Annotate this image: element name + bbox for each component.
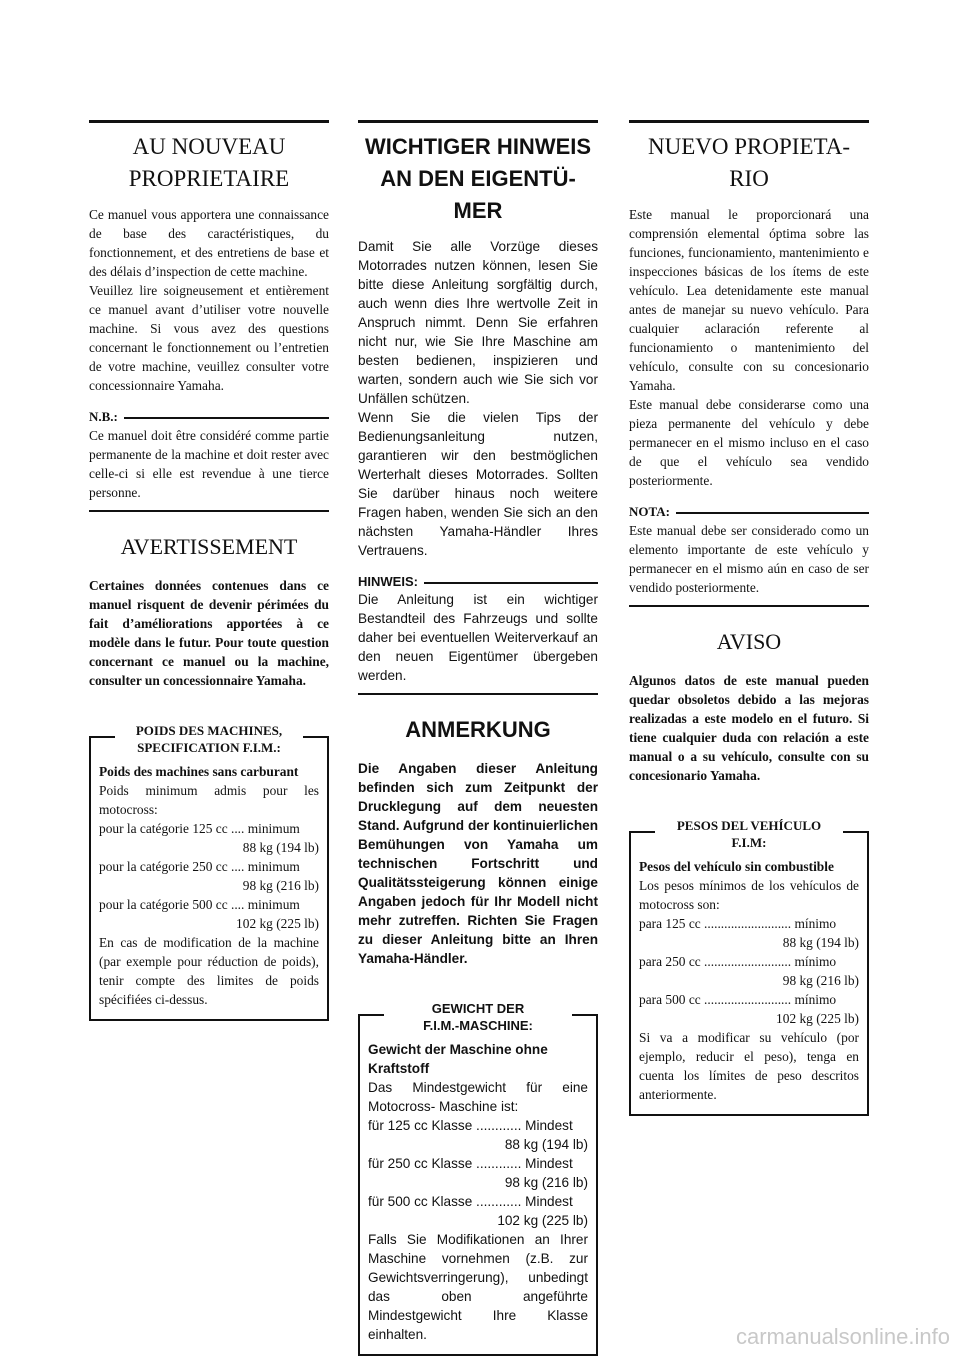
column-spanish: NUEVO PROPIETA- RIO Este manual le propo… bbox=[629, 120, 869, 1116]
class-500-weight: 102 kg (225 lb) bbox=[776, 1011, 859, 1026]
note-label: HINWEIS: bbox=[358, 574, 418, 589]
weight-box-subtitle: Poids des machines sans carburant bbox=[99, 764, 299, 779]
class-125-weight: 88 kg (194 lb) bbox=[242, 840, 319, 855]
note-text: Die Anleitung ist ein wichtiger Bestandt… bbox=[358, 590, 598, 695]
site-watermark: carmanualsonline.info bbox=[735, 1324, 950, 1349]
weight-box: GEWICHT DER F.I.M.-MASCHINE: Gewicht der… bbox=[358, 1000, 598, 1356]
note-header: N.B.: bbox=[89, 409, 329, 425]
intro-text: Este manual le proporcionará una compren… bbox=[629, 207, 869, 488]
class-250-label: für 250 cc Klasse ............ Mindest bbox=[368, 1156, 573, 1171]
weight-box-title: PESOS DEL VEHÍCULO F.I.M: bbox=[655, 817, 843, 851]
weight-box-outro: Falls Sie Modifikationen an Ihrer Maschi… bbox=[368, 1232, 588, 1342]
top-rule bbox=[358, 120, 598, 123]
class-125-weight: 88 kg (194 lb) bbox=[504, 1137, 588, 1152]
class-250-label: para 250 cc .......................... m… bbox=[639, 954, 837, 969]
weight-box-outro: Si va a modificar su vehículo (por ejemp… bbox=[639, 1030, 859, 1102]
top-rule bbox=[629, 120, 869, 123]
class-125-label: para 125 cc .......................... m… bbox=[639, 916, 837, 931]
class-125-label: pour la catégorie 125 cc .... minimum bbox=[99, 821, 300, 836]
class-250-weight: 98 kg (216 lb) bbox=[242, 878, 319, 893]
class-125-label: für 125 cc Klasse ............ Mindest bbox=[368, 1118, 573, 1133]
weight-box-intro: Das Mindestgewicht für eine Motocross- M… bbox=[368, 1080, 588, 1114]
note-header: HINWEIS: bbox=[358, 574, 598, 589]
page-title: WICHTIGER HINWEIS AN DEN EIGENTÜ- MER bbox=[364, 134, 592, 223]
weight-box-intro: Los pesos mínimos de los vehículos de mo… bbox=[639, 878, 859, 912]
warning-title: AVERTISSEMENT bbox=[120, 534, 298, 559]
intro-text: Damit Sie alle Vorzüge dieses Motorrades… bbox=[358, 239, 598, 558]
page-title: NUEVO PROPIETA- RIO bbox=[648, 134, 850, 191]
warning-title: ANMERKUNG bbox=[405, 717, 551, 742]
intro-text: Ce manuel vous apportera une connaissanc… bbox=[89, 207, 329, 393]
note-rule bbox=[423, 581, 598, 584]
weight-box-outro: En cas de modification de la machine (pa… bbox=[99, 935, 319, 1007]
weight-box-subtitle: Gewicht der Maschine ohne Kraftstoff bbox=[368, 1042, 548, 1076]
class-500-weight: 102 kg (225 lb) bbox=[236, 916, 319, 931]
column-french: AU NOUVEAU PROPRIETAIRE Ce manuel vous a… bbox=[89, 120, 329, 1021]
class-500-label: pour la catégorie 500 cc .... minimum bbox=[99, 897, 300, 912]
weight-box: PESOS DEL VEHÍCULO F.I.M: Pesos del vehí… bbox=[629, 817, 869, 1116]
note-text: Este manual debe ser considerado como un… bbox=[629, 521, 869, 607]
page-title: AU NOUVEAU PROPRIETAIRE bbox=[128, 134, 290, 191]
warning-text: Certaines données contenues dans ce manu… bbox=[89, 578, 329, 688]
warning-title: AVISO bbox=[716, 629, 782, 654]
warning-text: Die Angaben dieser Anleitung befinden si… bbox=[358, 761, 598, 966]
column-german: WICHTIGER HINWEIS AN DEN EIGENTÜ- MER Da… bbox=[358, 120, 598, 1356]
class-500-label: für 500 cc Klasse ............ Mindest bbox=[368, 1194, 573, 1209]
weight-box: POIDS DES MACHINES, SPECIFICATION F.I.M.… bbox=[89, 722, 329, 1021]
class-250-label: pour la catégorie 250 cc .... minimum bbox=[99, 859, 300, 874]
top-rule bbox=[89, 120, 329, 123]
note-text: Ce manuel doit être considéré comme part… bbox=[89, 426, 329, 512]
weight-box-title: GEWICHT DER F.I.M.-MASCHINE: bbox=[384, 1000, 572, 1034]
note-rule bbox=[675, 512, 869, 514]
weight-box-subtitle: Pesos del vehículo sin combustible bbox=[639, 859, 834, 874]
class-500-label: para 500 cc .......................... m… bbox=[639, 992, 837, 1007]
class-125-weight: 88 kg (194 lb) bbox=[782, 935, 859, 950]
warning-text: Algunos datos de este manual pueden qued… bbox=[629, 673, 869, 783]
class-500-weight: 102 kg (225 lb) bbox=[497, 1213, 588, 1228]
weight-box-intro: Poids minimum admis pour les motocross: bbox=[99, 783, 319, 817]
weight-box-title: POIDS DES MACHINES, SPECIFICATION F.I.M.… bbox=[115, 722, 303, 756]
note-header: NOTA: bbox=[629, 504, 869, 520]
note-rule bbox=[123, 417, 329, 419]
note-label: NOTA: bbox=[629, 504, 670, 519]
class-250-weight: 98 kg (216 lb) bbox=[782, 973, 859, 988]
note-label: N.B.: bbox=[89, 409, 118, 424]
class-250-weight: 98 kg (216 lb) bbox=[504, 1175, 588, 1190]
